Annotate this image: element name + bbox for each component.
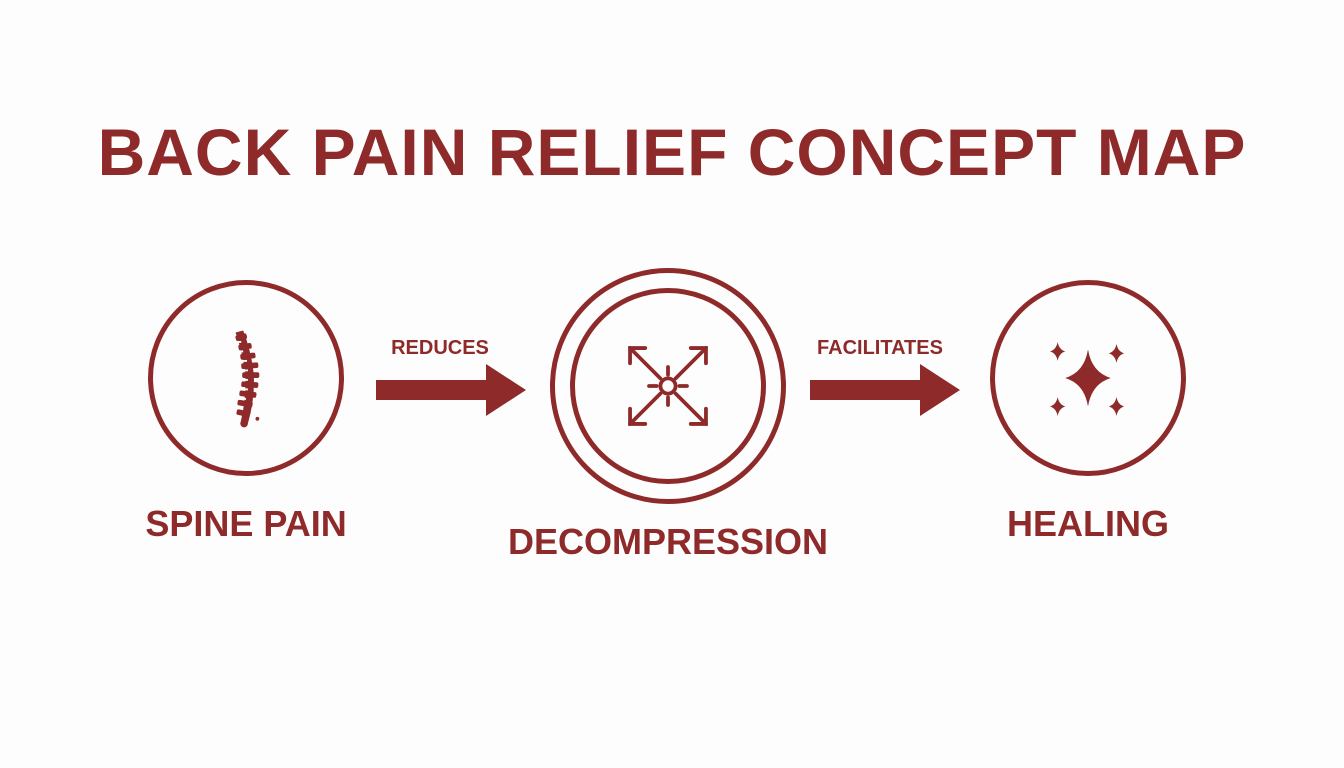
arrow-decompression-to-healing (810, 364, 960, 416)
node-spine-pain-label: SPINE PAIN (145, 503, 347, 544)
node-decompression-circle (570, 288, 766, 484)
node-healing-label: HEALING (1007, 503, 1169, 544)
spine-icon (233, 330, 260, 428)
edge-label-reduces: REDUCES (391, 337, 489, 359)
decompression-arrows-icon (628, 346, 708, 426)
arrow-spine-to-decompression (376, 364, 526, 416)
node-spine-pain-circle (148, 280, 344, 476)
node-decompression-label: DECOMPRESSION (507, 521, 829, 562)
edge-label-facilitates: FACILITATES (817, 337, 943, 359)
node-healing-circle (990, 280, 1186, 476)
diagram-title: BACK PAIN RELIEF CONCEPT MAP (97, 115, 1247, 189)
sparkles-icon (1050, 341, 1125, 416)
